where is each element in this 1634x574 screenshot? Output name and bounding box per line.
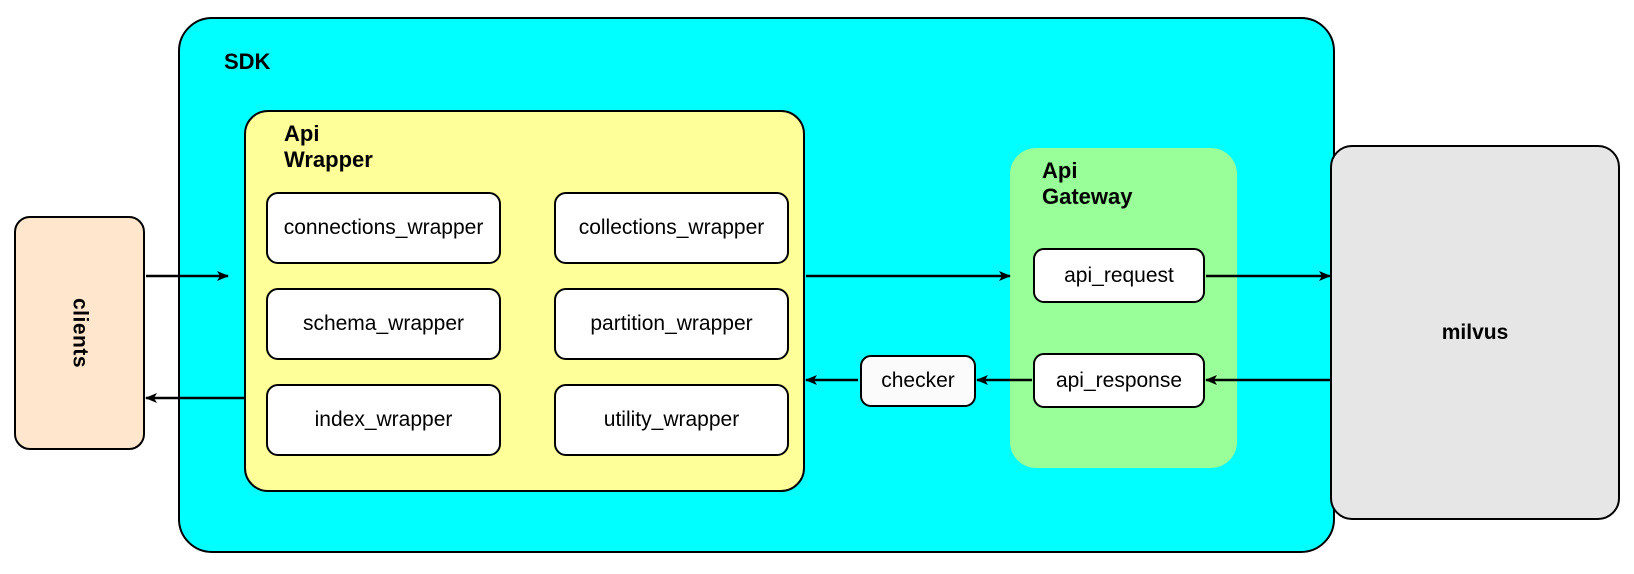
checker-node[interactable]: checker bbox=[860, 355, 976, 407]
connections-wrapper-node[interactable]: connections_wrapper bbox=[266, 192, 501, 264]
sdk-label: SDK bbox=[224, 49, 271, 74]
api-request-label: api_request bbox=[1064, 263, 1174, 287]
partition-wrapper-label: partition_wrapper bbox=[590, 312, 753, 335]
milvus-label: milvus bbox=[1441, 320, 1509, 344]
utility-wrapper-node[interactable]: utility_wrapper bbox=[554, 384, 789, 456]
utility-wrapper-label: utility_wrapper bbox=[603, 408, 740, 431]
clients-node[interactable]: clients bbox=[14, 216, 145, 450]
api-request-node[interactable]: api_request bbox=[1033, 248, 1205, 303]
schema-wrapper-label: schema_wrapper bbox=[302, 312, 465, 335]
index-wrapper-node[interactable]: index_wrapper bbox=[266, 384, 501, 456]
collections-wrapper-node[interactable]: collections_wrapper bbox=[554, 192, 789, 264]
connections-wrapper-label: connections_wrapper bbox=[283, 216, 484, 239]
api-response-label: api_response bbox=[1055, 368, 1183, 392]
schema-wrapper-node[interactable]: schema_wrapper bbox=[266, 288, 501, 360]
api-response-node[interactable]: api_response bbox=[1033, 353, 1205, 408]
api-wrapper-label: Api Wrapper bbox=[284, 121, 373, 173]
api-gateway-label: Api Gateway bbox=[1042, 158, 1133, 210]
milvus-node[interactable]: milvus bbox=[1330, 145, 1620, 520]
partition-wrapper-node[interactable]: partition_wrapper bbox=[554, 288, 789, 360]
index-wrapper-label: index_wrapper bbox=[314, 408, 453, 431]
api-gateway-container: Api Gateway bbox=[1010, 148, 1237, 468]
clients-label: clients bbox=[68, 297, 92, 369]
checker-label: checker bbox=[881, 369, 955, 392]
collections-wrapper-label: collections_wrapper bbox=[578, 216, 765, 239]
